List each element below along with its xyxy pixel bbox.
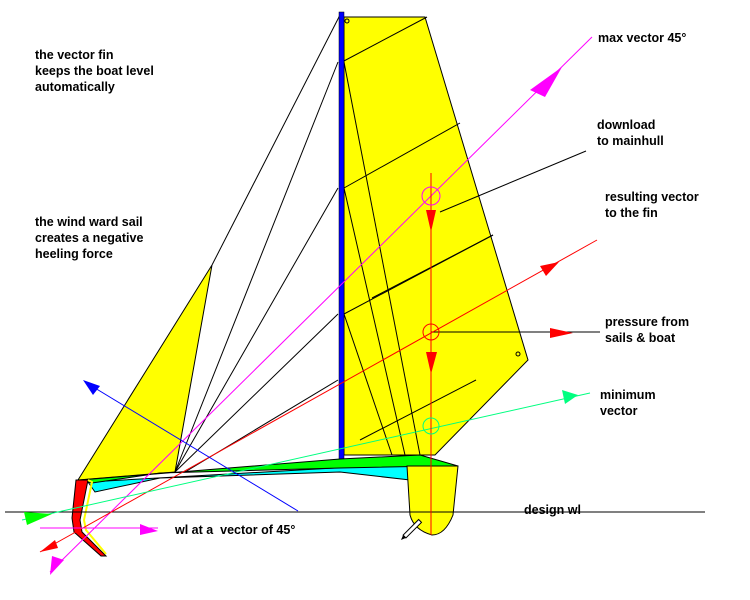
note-line: heeling force [35,247,113,261]
pencil-cursor-icon [400,518,423,541]
label-download: download to mainhull [597,117,664,149]
heel-vector-arrow [83,380,100,395]
label-minimum-vector: minimum vector [600,387,656,419]
mast [338,11,345,461]
clew-ring [515,351,521,357]
note-windward-sail: the wind ward sail creates a negative heel… [35,214,143,262]
max-vector-tail-arrow [50,556,64,575]
label-line: sails & boat [605,331,676,345]
minimum-vector-arrow [562,390,578,404]
wl-45-arrow [140,524,158,535]
minimum-vector-line [21,392,591,521]
minimum-center [422,417,440,435]
resulting-tail-arrow [40,540,58,552]
fin-force-arrow [426,352,437,374]
max-vector-arrow [530,67,562,97]
label-line: minimum [600,388,656,402]
note-line: automatically [35,80,115,94]
heel-vector-line [84,381,299,512]
label-design-wl: design wl [524,503,581,517]
note-line: the wind ward sail [35,215,143,229]
label-resulting-vector: resulting vector to the fin [605,189,699,221]
label-wl-45: wl at a vector of 45° [175,523,296,537]
resulting-vector-arrow [540,262,559,276]
label-line: pressure from [605,315,690,329]
float-hull [406,465,459,536]
label-line: to mainhull [597,134,664,148]
label-pressure: pressure from sails & boat [605,314,689,346]
label-max-vector: max vector 45° [598,31,687,45]
pressure-arrow [550,328,573,338]
jib-sail [77,264,213,481]
download-arrow [426,210,436,232]
max-vector-center [421,186,441,206]
label-line: resulting vector [605,190,699,204]
label-line: to the fin [605,206,658,220]
minimum-tail-arrow [24,512,52,525]
vector-fin [71,479,108,557]
main-sail [343,16,529,456]
fin-edge [82,479,107,555]
label-line: download [597,118,656,132]
note-line: creates a negative [35,231,144,245]
note-line: the vector fin [35,48,114,62]
sail-head-ring [344,18,350,24]
note-line: keeps the boat level [35,64,154,78]
label-line: vector [600,404,638,418]
note-vector-fin: the vector fin keeps the boat level automa… [35,47,154,95]
resulting-vector-line [39,239,598,553]
pressure-center [422,323,440,341]
max-vector-line [49,36,593,573]
